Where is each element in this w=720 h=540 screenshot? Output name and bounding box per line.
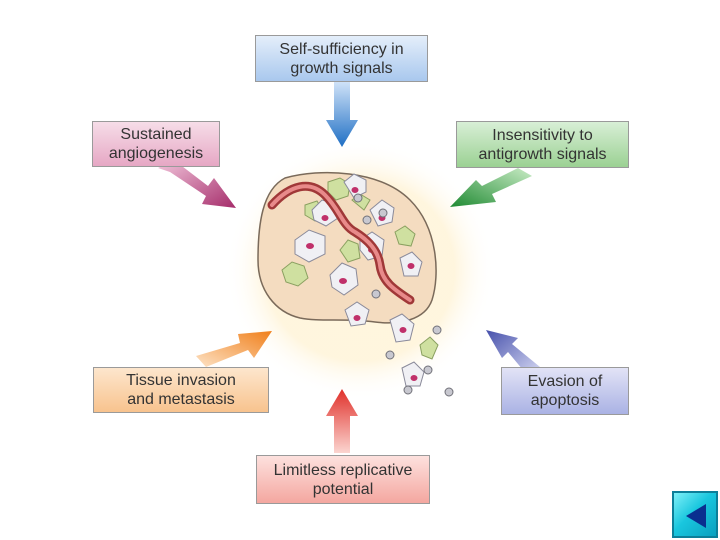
stroma-cells xyxy=(281,177,439,360)
hallmark-antigrowth-box: Insensitivity to antigrowth signals xyxy=(456,121,629,168)
arrow-apoptosis xyxy=(486,330,540,376)
tumor-cells xyxy=(294,173,425,387)
hallmark-growth-signals-box: Self-sufficiency in growth signals xyxy=(255,35,428,82)
hallmark-replicative-label: Limitless replicative potential xyxy=(273,461,413,498)
hallmark-apoptosis-label: Evasion of apoptosis xyxy=(527,373,603,409)
arrow-antigrowth xyxy=(450,168,532,207)
hallmark-angiogenesis-label: Sustained angiogenesis xyxy=(108,126,204,162)
arrow-invasion xyxy=(196,331,272,367)
left-triangle-icon xyxy=(686,504,706,528)
hallmark-invasion-label: Tissue invasion and metastasis xyxy=(126,372,236,408)
arrow-angiogenesis xyxy=(158,160,236,208)
blood-vessel-lumen xyxy=(270,184,412,302)
hallmark-antigrowth-label: Insensitivity to antigrowth signals xyxy=(478,126,607,163)
hallmark-apoptosis-box: Evasion of apoptosis xyxy=(501,367,629,415)
hallmark-replicative-box: Limitless replicative potential xyxy=(256,455,430,504)
arrow-limitless-replicative xyxy=(326,389,358,453)
hallmark-invasion-box: Tissue invasion and metastasis xyxy=(93,367,269,413)
back-button[interactable] xyxy=(672,491,718,538)
hallmark-growth-signals-label: Self-sufficiency in growth signals xyxy=(279,40,404,77)
hallmark-angiogenesis-box: Sustained angiogenesis xyxy=(92,121,220,167)
arrow-growth-signals xyxy=(326,82,358,147)
escaping-cells xyxy=(353,193,454,397)
